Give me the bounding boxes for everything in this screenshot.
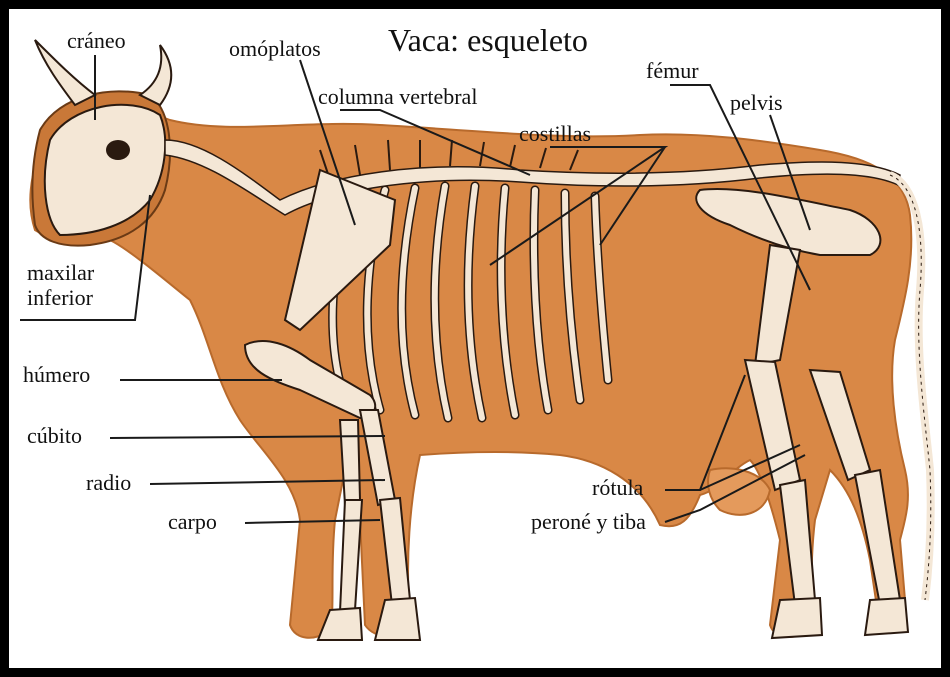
label-pelvis: pelvis [730, 92, 783, 114]
hind-hooves [772, 598, 908, 638]
label-radio: radio [86, 472, 131, 494]
label-omoplatos: omóplatos [229, 38, 321, 60]
label-perone-y-tiba: peroné y tiba [531, 511, 646, 533]
diagram-title: Vaca: esqueleto [388, 24, 588, 56]
label-costillas: costillas [519, 123, 591, 145]
label-maxilar: maxilar [27, 262, 94, 284]
eye-socket [106, 140, 130, 160]
label-rotula: rótula [592, 477, 643, 499]
label-craneo: cráneo [67, 30, 126, 52]
label-carpo: carpo [168, 511, 217, 533]
label-inferior: inferior [27, 287, 93, 309]
label-cubito: cúbito [27, 425, 82, 447]
label-humero: húmero [23, 364, 90, 386]
horn-right [140, 45, 171, 105]
label-femur: fémur [646, 60, 699, 82]
label-columna-vertebral: columna vertebral [318, 86, 477, 108]
